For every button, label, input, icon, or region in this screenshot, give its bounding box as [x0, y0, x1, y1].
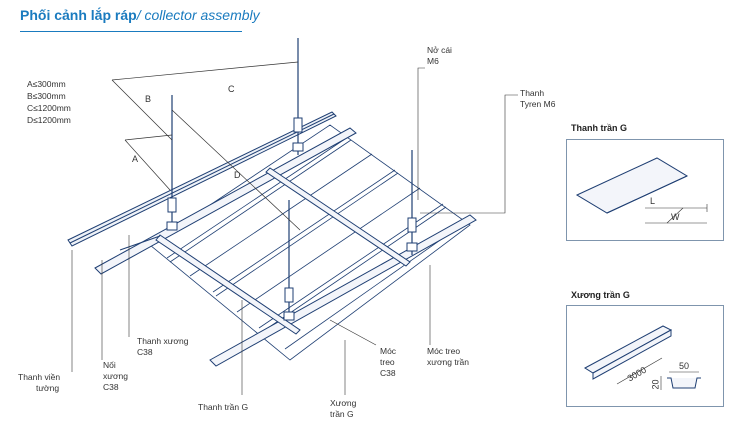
limit-b: B≤300mm — [27, 91, 66, 101]
title-underline — [20, 31, 242, 32]
label-nut: Nở cái M6 — [427, 45, 452, 66]
label-c38: Thanh xương C38 — [137, 336, 189, 357]
dim-d: D — [234, 170, 241, 180]
limit-d: D≤1200mm — [27, 115, 71, 125]
wall-angle-rail — [67, 111, 337, 247]
title-vietnamese: Phối cảnh lắp ráp — [20, 7, 137, 23]
label-g-hanger: Móc treo xương trần — [427, 346, 469, 367]
dim-b: B — [145, 94, 151, 104]
label-c38-joint: Nối xương C38 — [103, 360, 128, 392]
g-bones — [119, 167, 411, 335]
leader-lines — [71, 67, 518, 395]
detail-bone-height: 20 — [650, 379, 661, 390]
dimension-lines — [111, 61, 301, 231]
title-english: / collector assembly — [136, 7, 260, 23]
detail-bone-width: 50 — [679, 361, 690, 371]
detail-bone-box: 3000 50 20 — [566, 305, 724, 407]
label-g-bone: Xương trần G — [330, 398, 357, 419]
detail-panel-l: L — [650, 196, 656, 206]
limit-a: A≤300mm — [27, 79, 66, 89]
dim-a: A — [132, 154, 138, 164]
label-c38-hanger: Móc treo C38 — [380, 346, 397, 378]
detail-panel-drawing — [575, 157, 708, 224]
detail-panel-box: L W — [566, 139, 724, 241]
dim-c: C — [228, 84, 235, 94]
hanger-clips — [166, 117, 418, 321]
page-title: Phối cảnh lắp ráp/ collector assembly — [20, 7, 260, 23]
detail-bone-drawing — [584, 325, 701, 390]
detail-bone-title: Xương trần G — [571, 290, 630, 300]
label-wall-angle: Thanh viền tường — [18, 372, 61, 393]
detail-panel-w: W — [671, 212, 680, 222]
label-panel: Thanh trần G — [198, 402, 249, 412]
detail-panel-title: Thanh trần G — [571, 123, 627, 133]
limit-c: C≤1200mm — [27, 103, 71, 113]
label-rod: Thanh Tyren M6 — [520, 88, 556, 109]
